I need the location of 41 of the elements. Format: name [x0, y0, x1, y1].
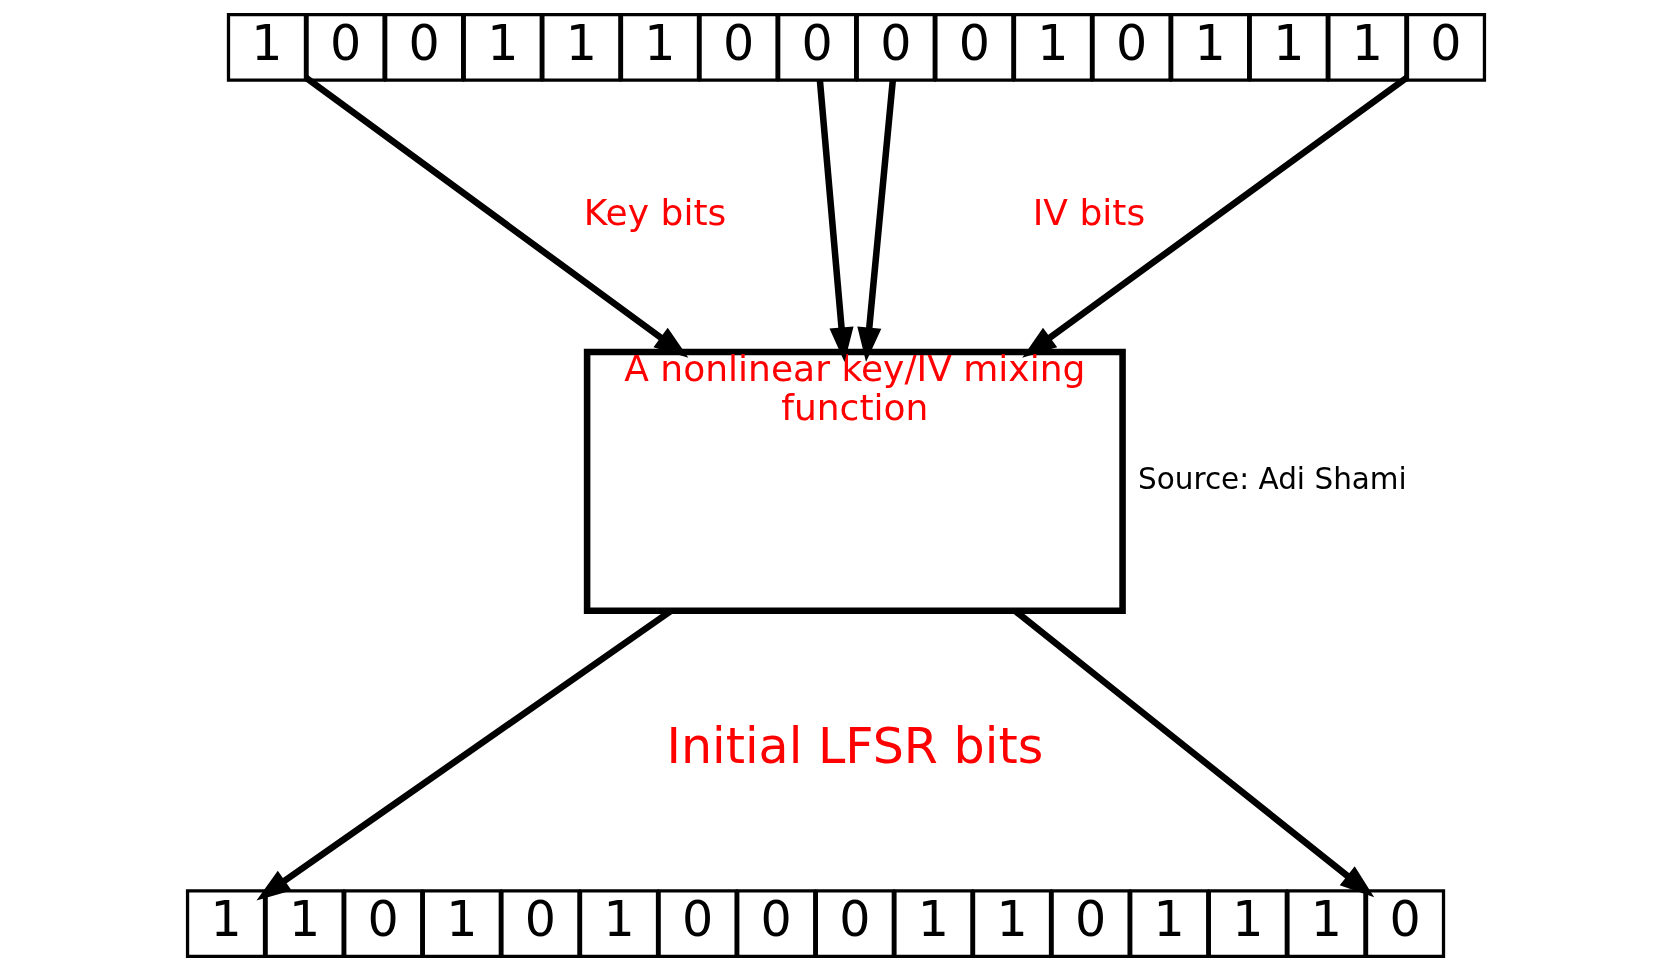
- node-box: 0: [657, 889, 738, 958]
- node-box: 1: [1012, 13, 1093, 82]
- label: Initial LFSR bits: [665, 717, 1043, 776]
- arrow: [856, 80, 896, 362]
- node-box: 1: [892, 889, 974, 958]
- node-box: 1: [971, 889, 1052, 958]
- node-box: 1: [1169, 13, 1250, 82]
- node-box: 0: [855, 13, 936, 82]
- node-box: 0: [814, 889, 895, 958]
- node-box: 0: [1090, 13, 1172, 82]
- node-box: 0: [735, 889, 816, 958]
- node-box: 1: [1285, 889, 1367, 958]
- node-box: 1: [578, 889, 659, 958]
- node-box: A nonlinear key/IV mixing function: [583, 348, 1126, 615]
- node-box: 1: [1128, 889, 1209, 958]
- node-box: 0: [342, 889, 423, 958]
- node-box: 1: [421, 889, 502, 958]
- node-box: 0: [933, 13, 1014, 82]
- arrow: [303, 74, 688, 358]
- node-box: 0: [1405, 13, 1486, 82]
- label: Source: Adi Shami: [1137, 461, 1407, 496]
- node-box: 0: [697, 13, 779, 82]
- node-box: 0: [1050, 889, 1131, 958]
- label: Key bits: [583, 192, 726, 234]
- node-box: 1: [185, 889, 266, 958]
- label: IV bits: [1032, 192, 1145, 234]
- node-box: 1: [1326, 13, 1407, 82]
- node-box: 1: [1248, 13, 1329, 82]
- node-box: 1: [226, 13, 307, 82]
- node-box: 1: [462, 13, 543, 82]
- arrow: [1021, 74, 1409, 358]
- node-box: 0: [499, 889, 581, 958]
- node-box: 1: [1207, 889, 1288, 958]
- node-box: 1: [619, 13, 700, 82]
- node-box: 0: [776, 13, 857, 82]
- node-box: 1: [264, 889, 345, 958]
- arrow: [816, 80, 854, 362]
- node-box: 0: [1364, 889, 1445, 958]
- node-box: 0: [304, 13, 386, 82]
- node-box: 1: [540, 13, 621, 82]
- node-box: 0: [383, 13, 464, 82]
